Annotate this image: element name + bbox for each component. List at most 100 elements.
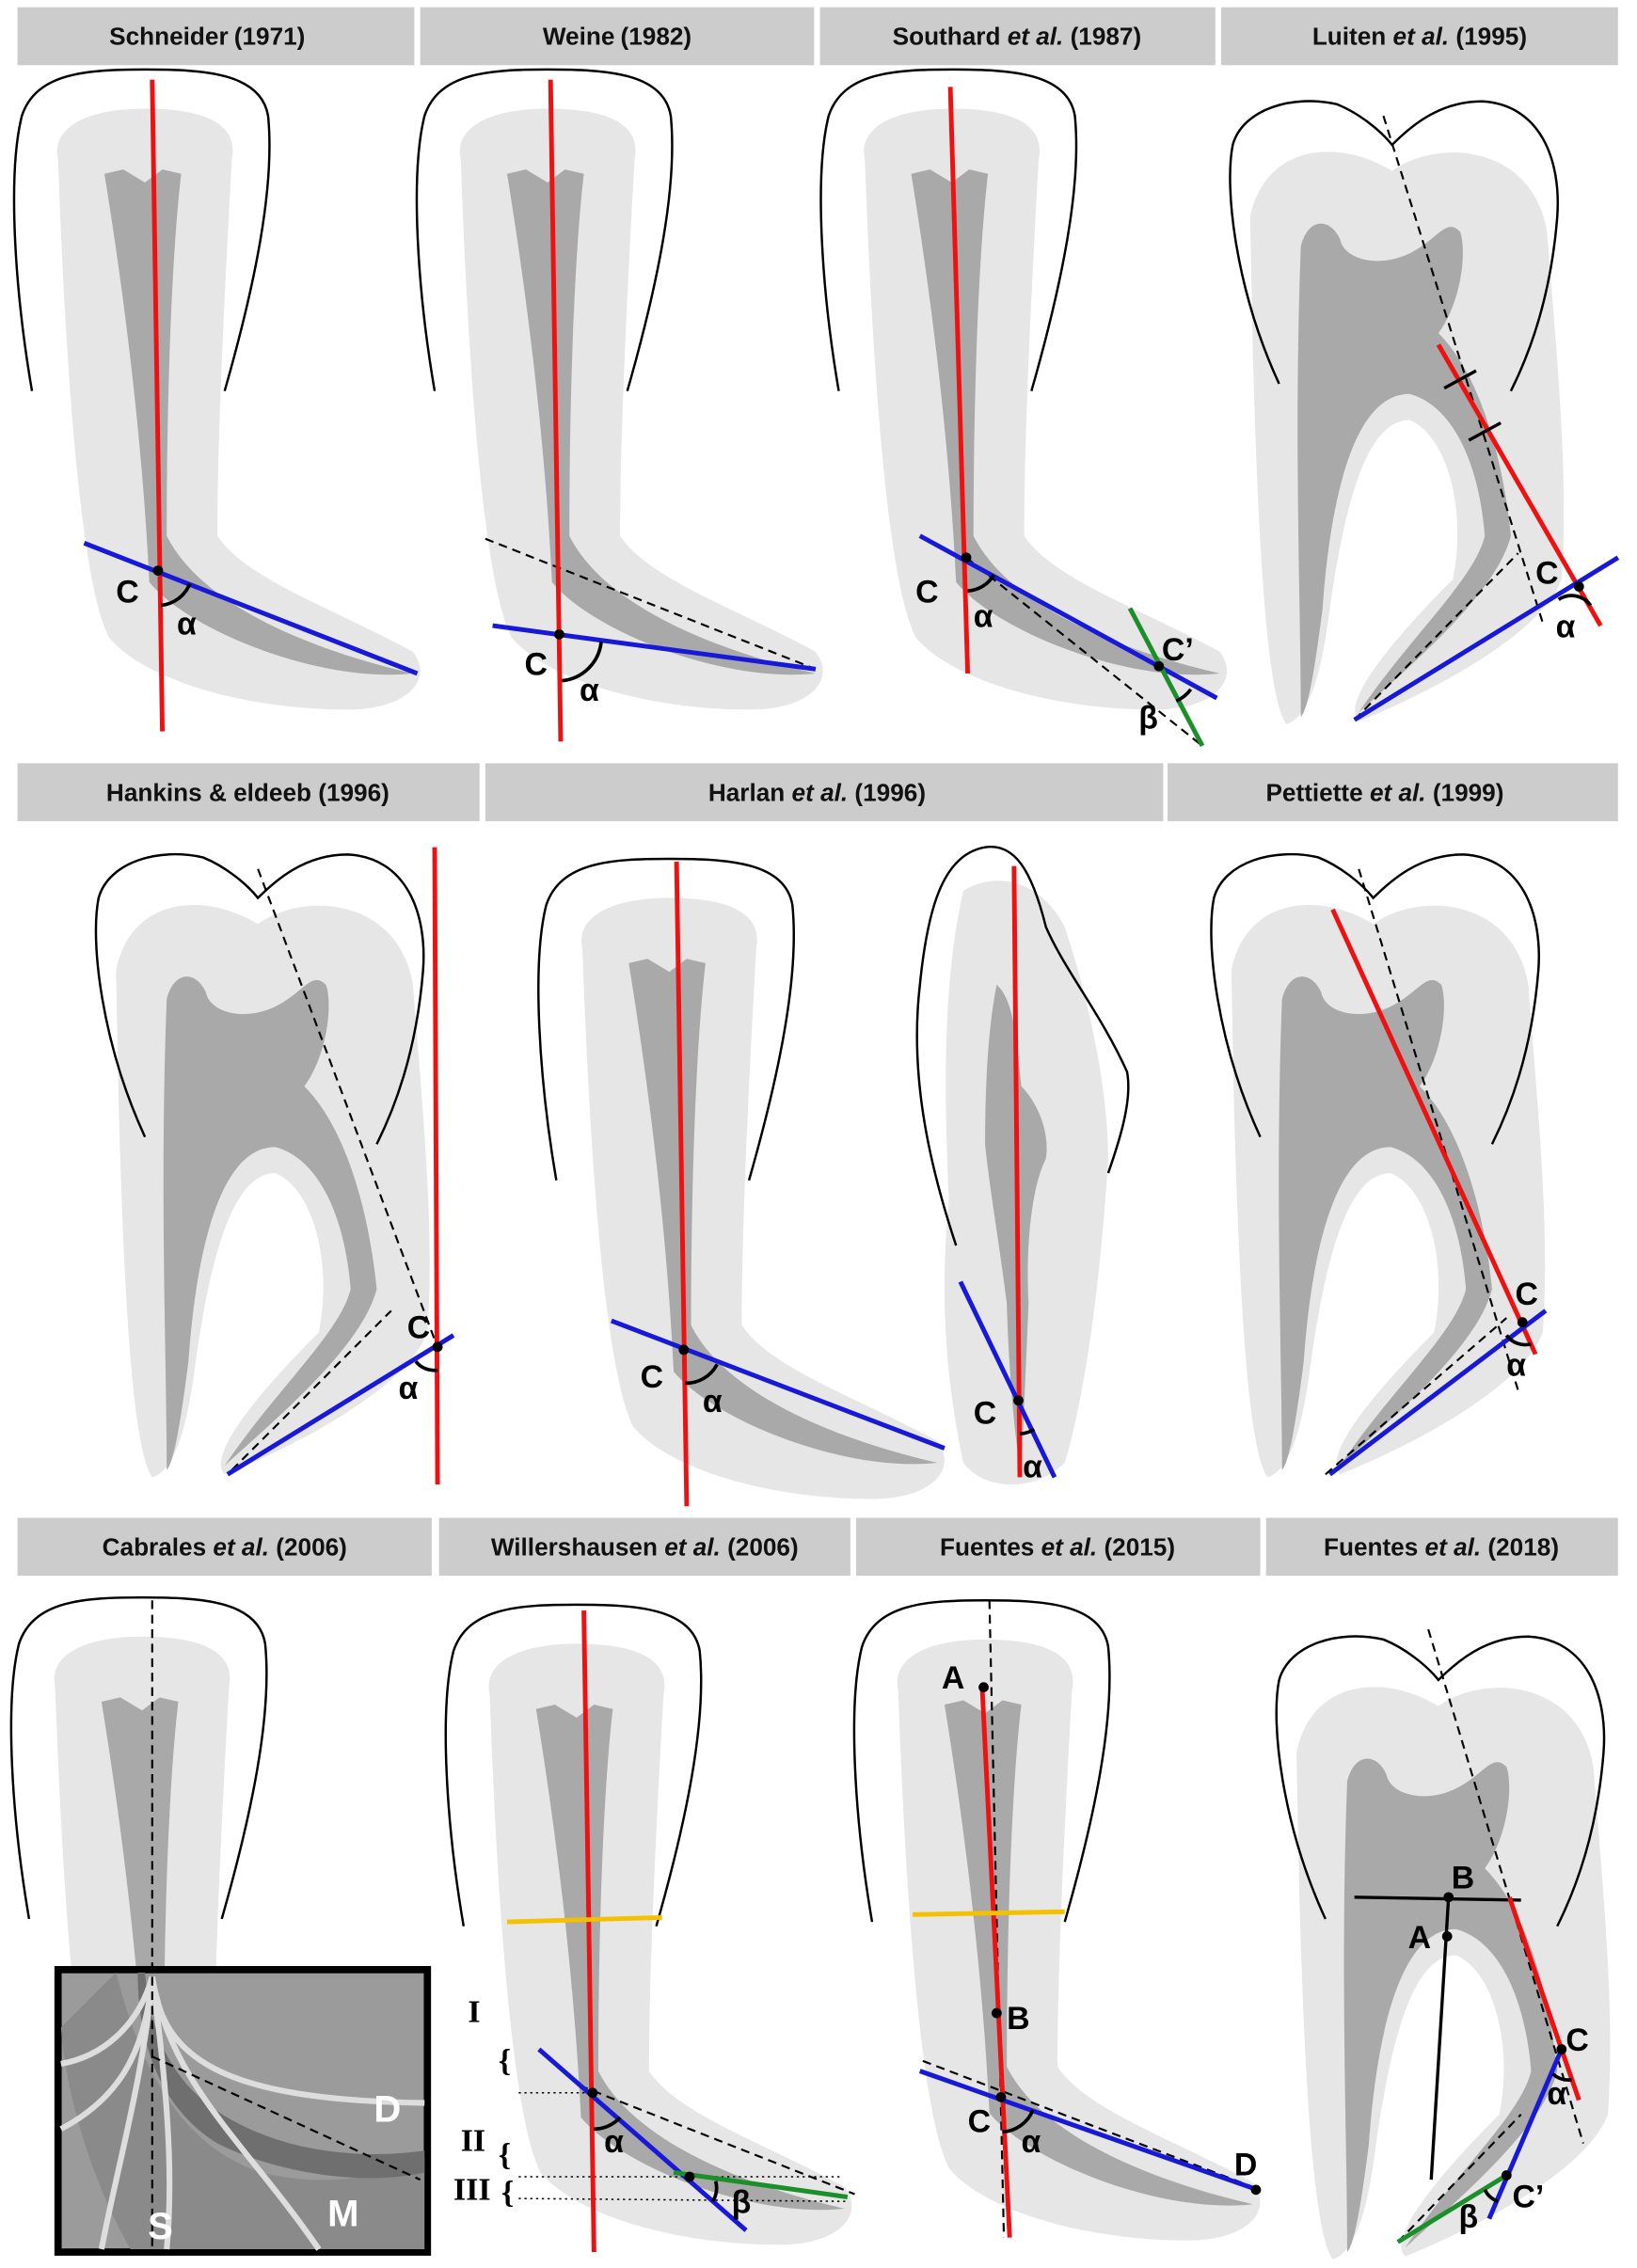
canal-axis-line: [1429, 1896, 1451, 2181]
long-axis-line: [581, 1610, 596, 2253]
label-s: S: [148, 2206, 173, 2247]
header-pettiette: Pettiette et al. (1999): [1266, 778, 1504, 806]
point-c-prime: [1153, 660, 1165, 672]
angle-arc: [1002, 2109, 1035, 2134]
angle-arc-alpha: [967, 574, 995, 593]
angle-arc: [1557, 594, 1593, 607]
point-c: [432, 1341, 443, 1353]
apical-line: [83, 541, 419, 676]
apical-tangent-line: [1396, 2173, 1508, 2244]
label-c: C: [1516, 1277, 1538, 1312]
label-beta: β: [732, 2184, 752, 2220]
cej-line: [913, 1909, 1065, 1917]
label-alpha: α: [399, 1371, 419, 1406]
dashed-reference-line: [579, 2085, 855, 2196]
label-alpha: α: [703, 1384, 723, 1419]
label-c: C: [1565, 2022, 1588, 2058]
dashed-reference-line: [1353, 552, 1519, 721]
point-c: [152, 565, 164, 576]
label-d: D: [373, 2089, 401, 2131]
dashed-reference-line: [151, 2055, 421, 2181]
point-c: [1013, 1395, 1024, 1406]
point-c: [554, 628, 564, 640]
point-c: [1556, 2044, 1567, 2054]
dashed-reference-line: [965, 556, 1203, 747]
panel-fuentes-2018: B A C α C’ β: [1275, 1628, 1612, 2260]
apical-line: [610, 1318, 946, 1451]
tooth-molar: [1275, 1635, 1612, 2260]
label-c: C: [641, 1359, 663, 1395]
tick-mark: [1468, 421, 1502, 442]
long-axis-line: [979, 1687, 1012, 2238]
point-c: [995, 2091, 1007, 2102]
dashed-reference-line: [1397, 2114, 1522, 2244]
dashed-reference-line: [257, 868, 437, 1340]
panel-harlan-incisor: C α: [537, 857, 946, 1507]
panel-cabrales: D M S: [9, 1595, 432, 2256]
label-alpha: α: [1023, 1449, 1042, 1484]
label-c: C: [116, 574, 138, 610]
panel-pettiette: C α: [1210, 852, 1548, 1479]
tooth-molar: [1229, 100, 1565, 726]
label-beta: β: [1138, 700, 1158, 736]
header-fuentes-2018: Fuentes et al. (2018): [1324, 1533, 1559, 1562]
angle-arc: [685, 1363, 719, 1386]
apical-line: [492, 623, 817, 672]
label-alpha: α: [580, 673, 599, 708]
tooth-incisor: [852, 1599, 1262, 2242]
panel-southard: C α C’ β: [819, 68, 1229, 748]
dashed-reference-line: [1427, 1628, 1584, 2144]
label-zone-iii: III: [453, 2173, 491, 2208]
angle-arc-beta: [1175, 688, 1193, 703]
label-zone-i: I: [468, 1994, 480, 2029]
label-c: C: [524, 646, 547, 682]
point-b: [1443, 1892, 1454, 1903]
point-c: [1517, 1317, 1528, 1328]
point-a: [1441, 1931, 1453, 1942]
brace-zone-ii: {: [499, 2138, 511, 2173]
apical-tangent-line: [1127, 607, 1205, 748]
label-a: A: [942, 1660, 964, 1696]
tick-mark: [1443, 369, 1477, 390]
point-c-prime: [1501, 2170, 1512, 2181]
label-c: C: [915, 574, 938, 610]
tooth-incisor: [12, 68, 421, 711]
point-b: [991, 2007, 1002, 2019]
tooth-molar: [1210, 852, 1547, 1479]
panel-hankins-eldeeb: C α: [94, 847, 455, 1485]
apical-line: [918, 533, 1218, 701]
long-axis-line: [150, 79, 166, 732]
header-luiten: Luiten et al. (1995): [1312, 23, 1527, 51]
apical-line: [918, 2069, 1259, 2193]
long-axis-line: [1011, 865, 1023, 1478]
panel-harlan-premolar: C α: [915, 845, 1130, 1484]
panel-luiten: C α: [1229, 100, 1620, 726]
label-alpha: α: [1022, 2124, 1041, 2160]
header-row-2: Hankins & eldeeb (1996) Harlan et al. (1…: [17, 763, 1618, 821]
label-b: B: [1452, 1861, 1474, 1896]
angle-arc: [1504, 1334, 1532, 1347]
long-axis-line: [947, 87, 971, 674]
header-cabrales: Cabrales et al. (2006): [103, 1533, 347, 1562]
label-c-prime: C’: [1512, 2179, 1544, 2214]
long-axis-line: [674, 862, 690, 1507]
header-willershausen: Willershausen et al. (2006): [491, 1533, 799, 1562]
long-axis-line: [432, 847, 440, 1485]
header-harlan: Harlan et al. (1996): [708, 778, 926, 806]
header-weine: Weine(1982): [543, 23, 691, 51]
angle-arc: [160, 582, 192, 608]
dashed-reference-line: [988, 1600, 1006, 2238]
dotted-level-line: [518, 2197, 848, 2202]
inset-magnified-apex: D M S: [54, 1965, 432, 2256]
label-alpha: α: [604, 2124, 624, 2160]
header-row-3: Cabrales et al. (2006) Willershausen et …: [17, 1517, 1618, 1577]
header-row-1: Schneider(1971) Weine(1982) Southard et …: [17, 7, 1618, 66]
label-c-prime: C’: [1162, 632, 1194, 668]
brace-zone-i: {: [499, 2044, 511, 2079]
label-alpha: α: [974, 599, 993, 635]
label-c: C: [974, 1395, 996, 1431]
tooth-molar: [94, 852, 431, 1479]
coronal-line: [1507, 1896, 1581, 2101]
cej-line: [506, 1914, 662, 1925]
